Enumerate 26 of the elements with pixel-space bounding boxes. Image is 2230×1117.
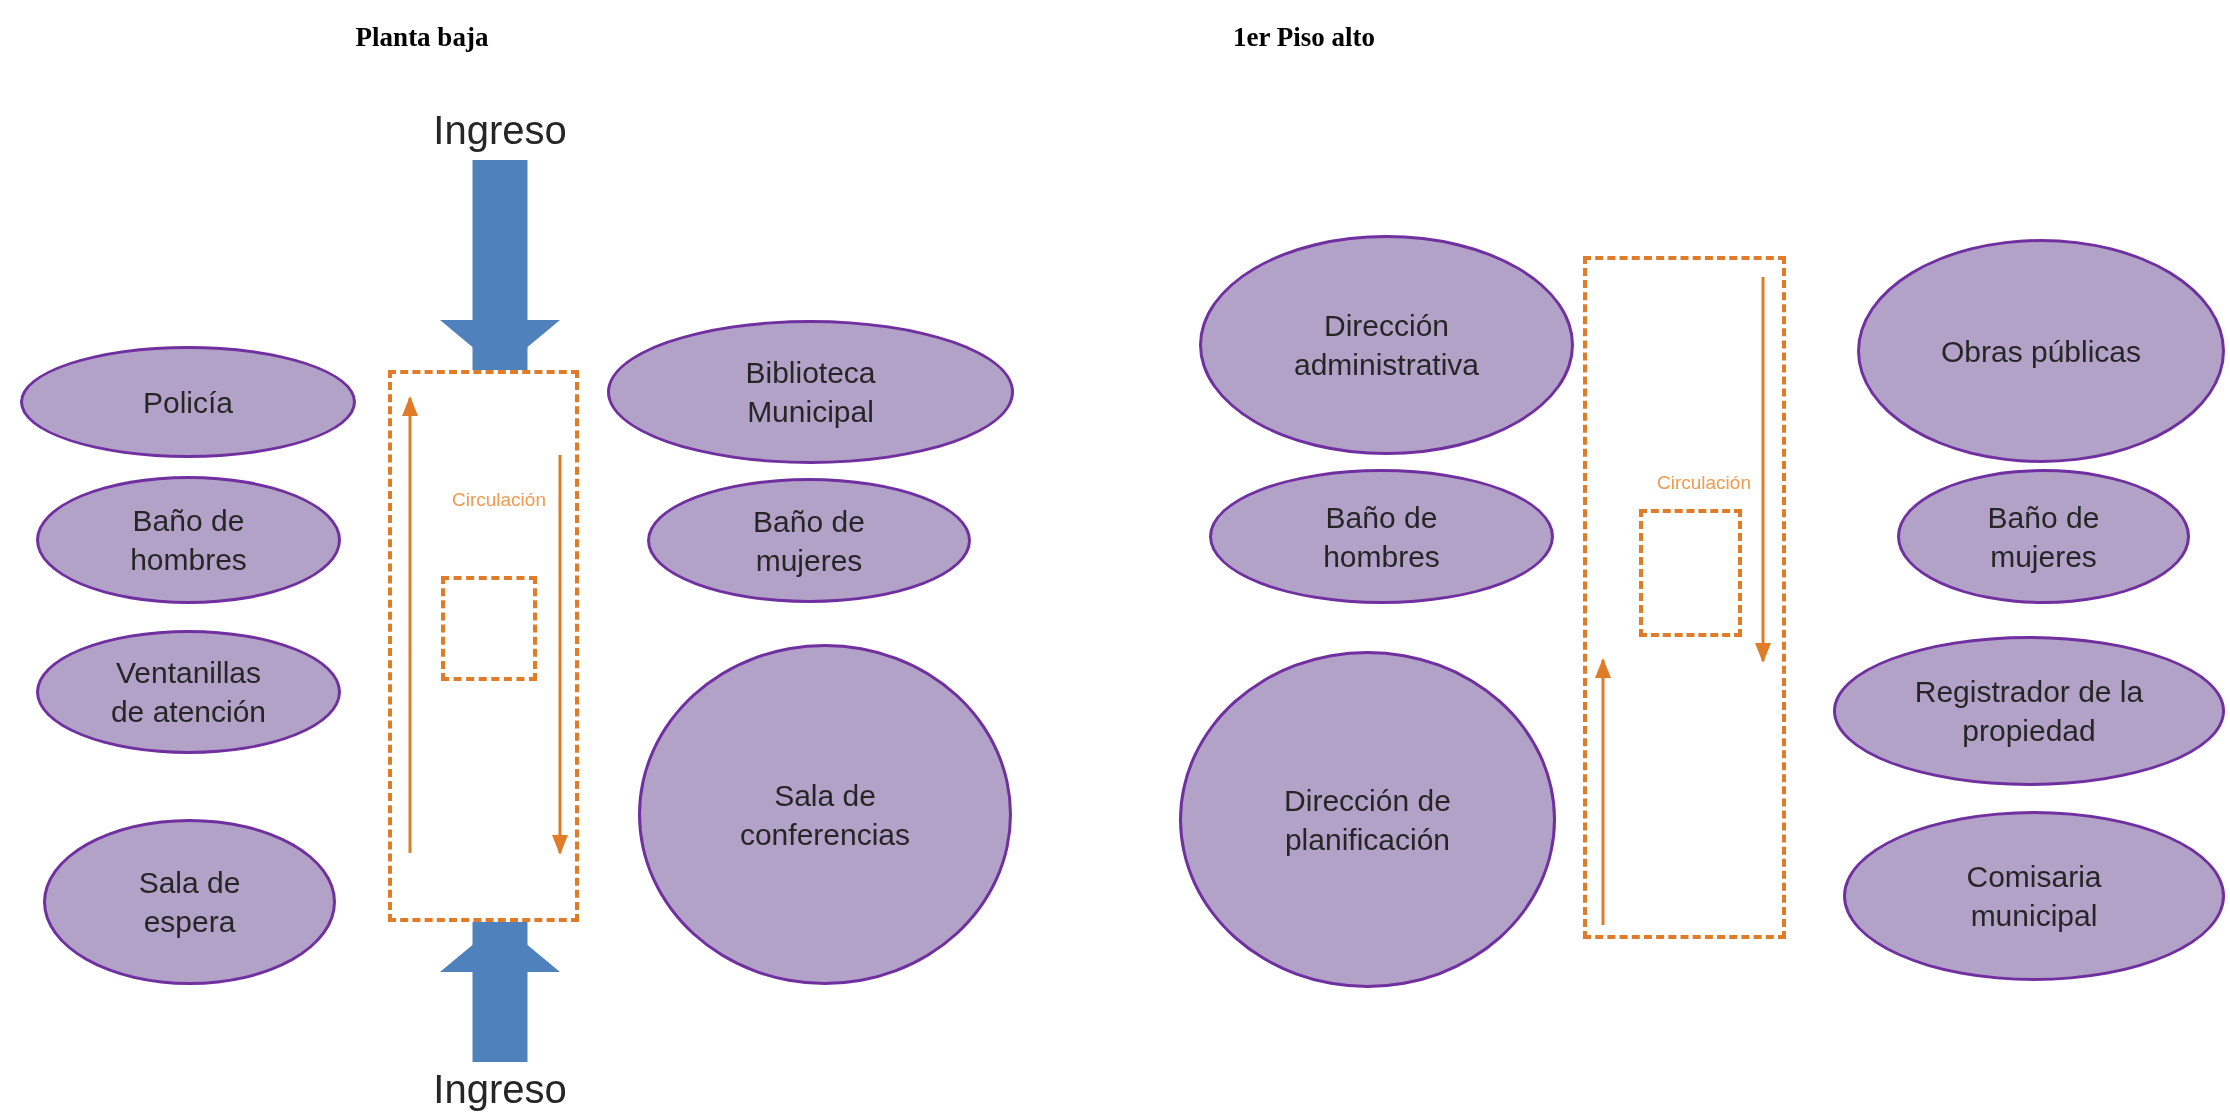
- room-label: Sala de conferencias: [738, 777, 912, 853]
- room-label: Baño de mujeres: [1986, 499, 2101, 575]
- room-label: Biblioteca Municipal: [744, 355, 877, 430]
- room-label: Dirección de planificación: [1283, 782, 1452, 858]
- room-label: Ventanillas de atención: [109, 655, 268, 730]
- circulation-zone: [1583, 256, 1786, 939]
- room-label: Baño de mujeres: [752, 503, 866, 579]
- room-label: Obras públicas: [1940, 333, 2142, 370]
- room-label: Baño de hombres: [1322, 499, 1441, 575]
- circulation-label: Circulación: [1657, 472, 1751, 494]
- room-label: Comisaria municipal: [1965, 859, 2103, 934]
- entrance-arrow: [440, 922, 560, 1062]
- room-label: Baño de hombres: [129, 503, 248, 578]
- floor-heading: Planta baja: [355, 22, 489, 53]
- entrance-arrow: [440, 160, 560, 370]
- core-box: [1639, 509, 1742, 637]
- core-box: [441, 576, 537, 681]
- room-label: Policía: [142, 384, 233, 421]
- circulation-label: Circulación: [452, 489, 546, 511]
- room-label: Sala de espera: [137, 865, 242, 940]
- room-label: Registrador de la propiedad: [1913, 674, 2145, 749]
- floor-heading: 1er Piso alto: [1233, 22, 1375, 53]
- room-label: Dirección administrativa: [1292, 308, 1481, 383]
- circulation-zone: [388, 370, 579, 922]
- entrance-label: Ingreso: [433, 1067, 567, 1112]
- entrance-label: Ingreso: [433, 107, 567, 153]
